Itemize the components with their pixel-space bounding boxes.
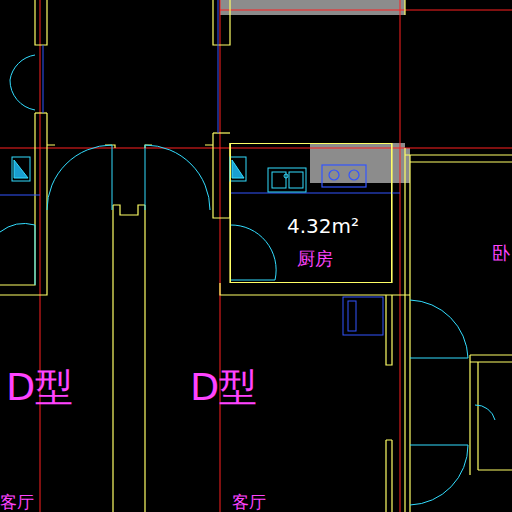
room-name: 厨房: [297, 250, 333, 268]
room-name: 客厅: [0, 494, 34, 511]
room-name: 卧: [492, 244, 510, 262]
kitchen-room: 4.32m² 厨房: [230, 143, 392, 283]
unit-type: D型: [190, 368, 257, 406]
unit-type: D型: [6, 368, 73, 406]
area-label: 4.32m²: [287, 216, 359, 236]
room-name: 客厅: [232, 494, 266, 511]
